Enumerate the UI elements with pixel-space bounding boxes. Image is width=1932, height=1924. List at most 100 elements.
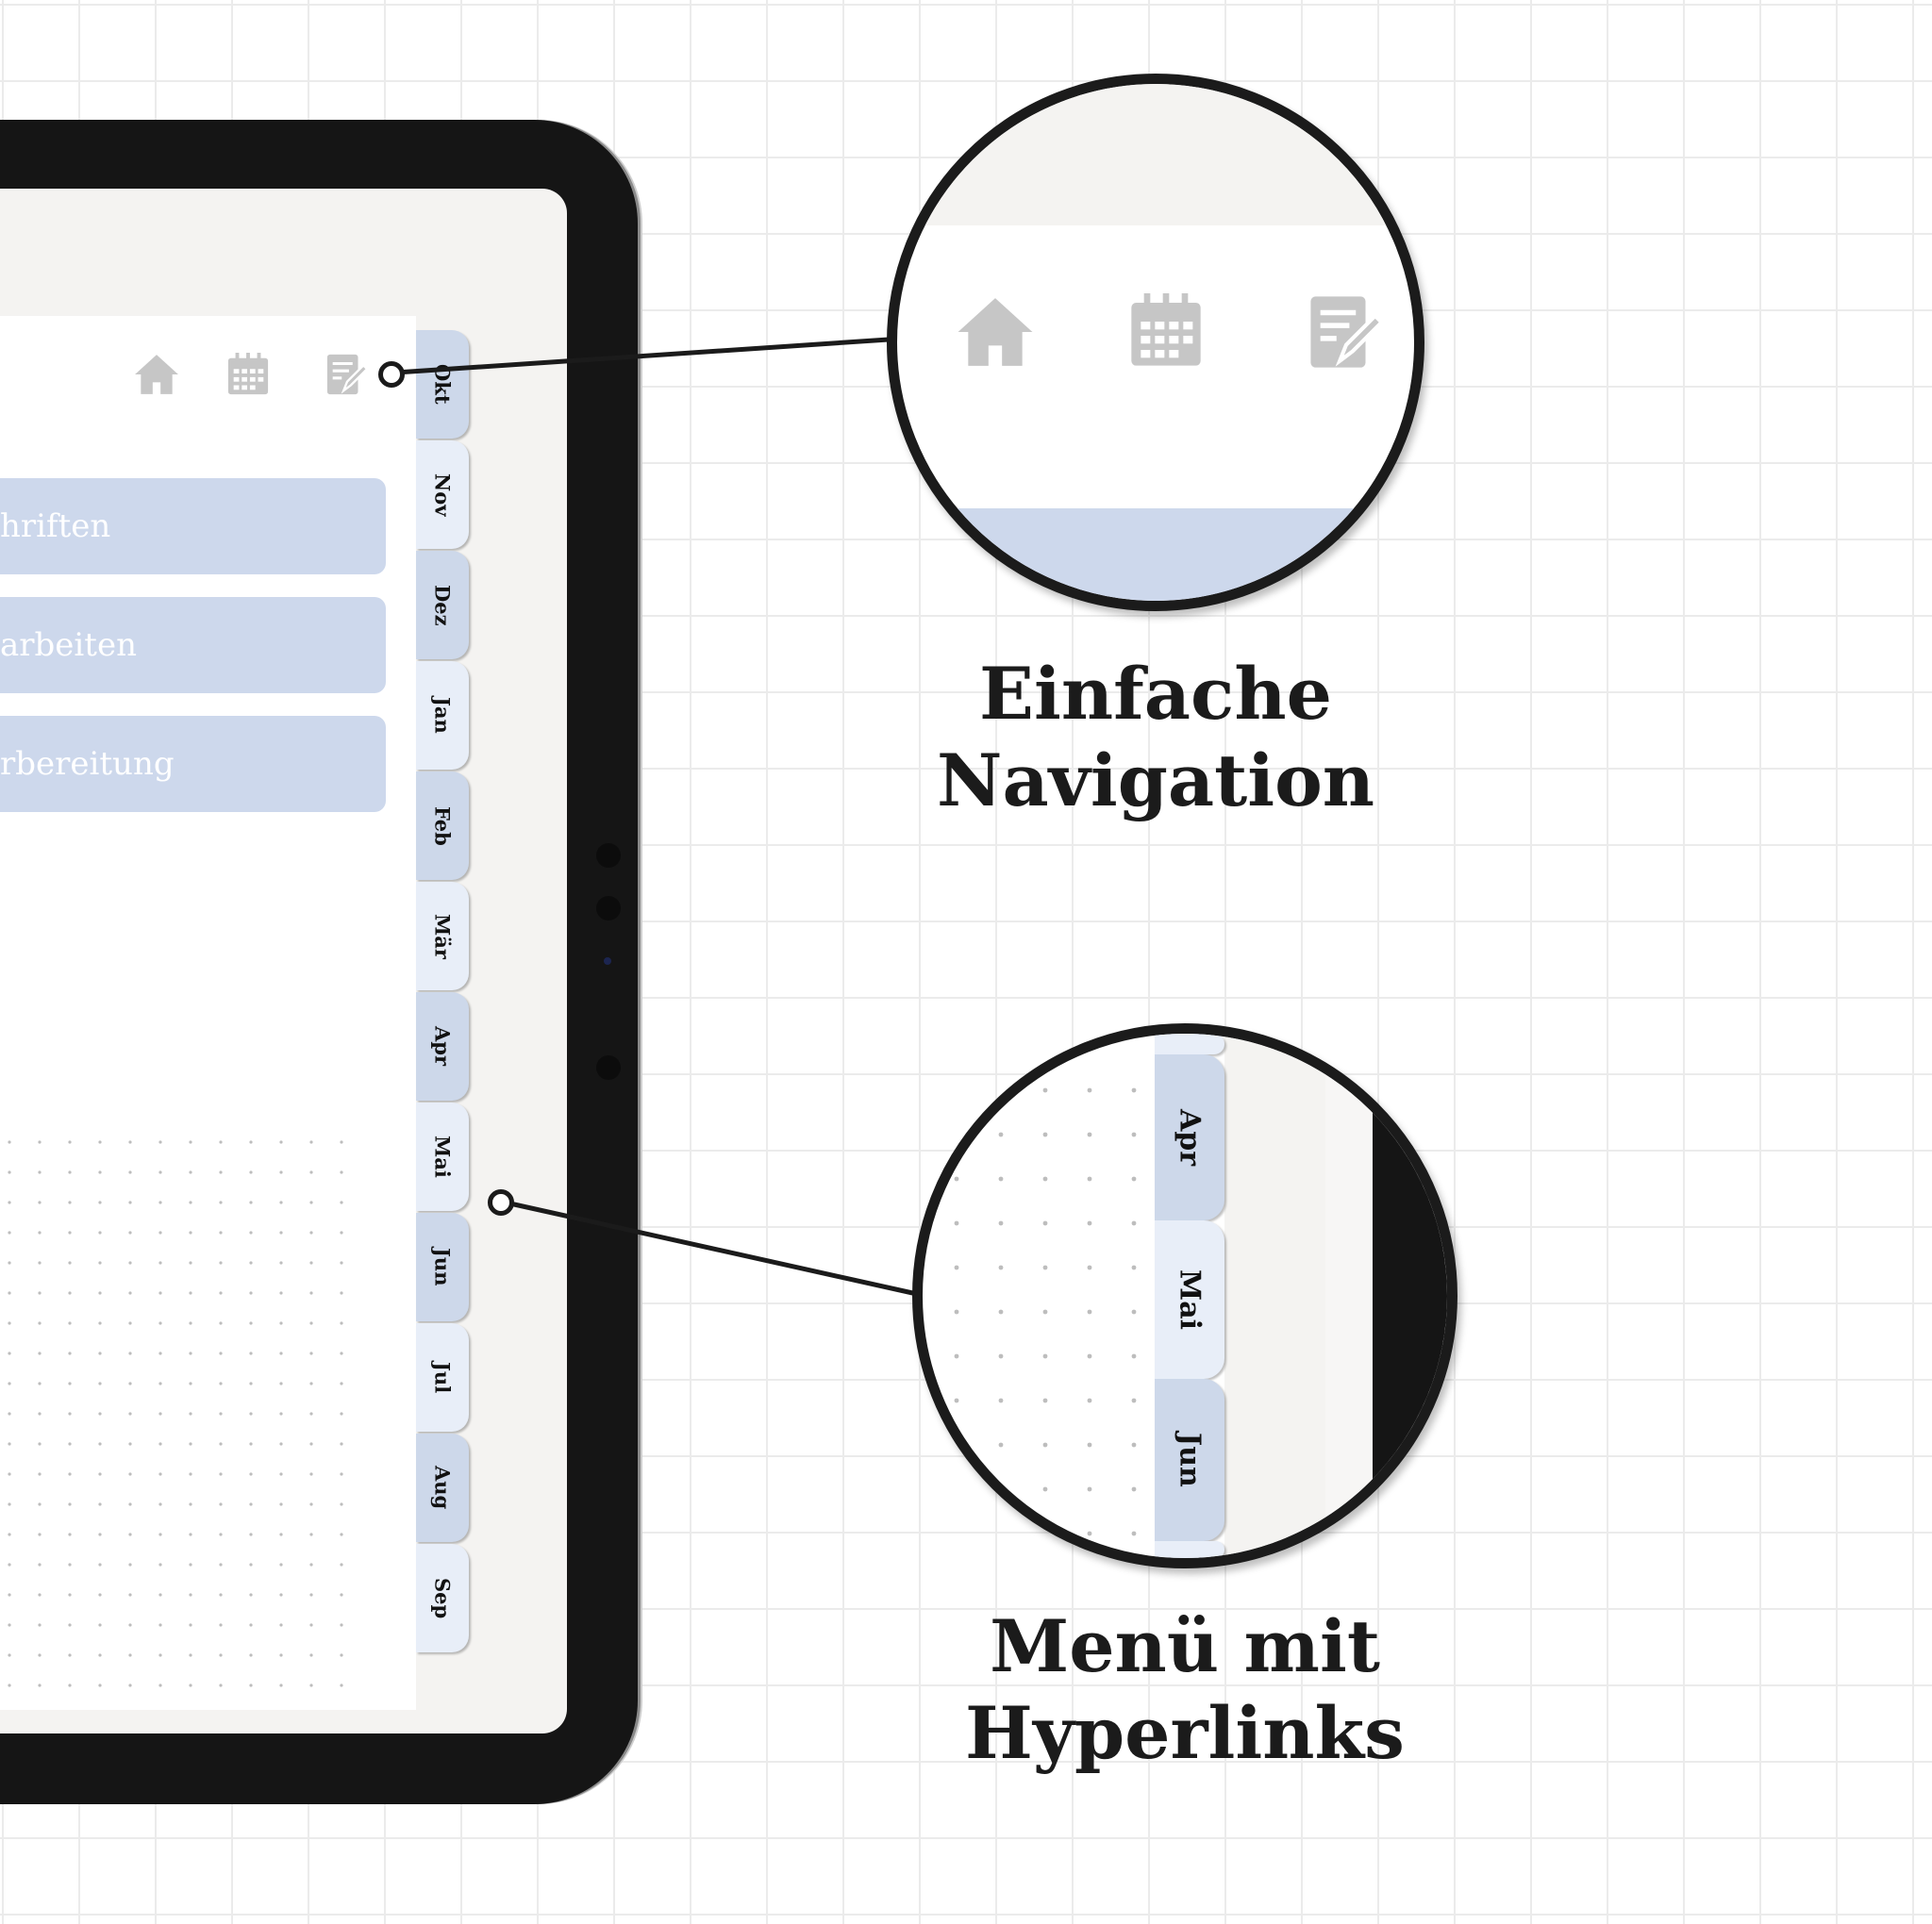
grid-dot bbox=[38, 1170, 42, 1174]
tab-mai[interactable]: Mai bbox=[416, 1103, 469, 1211]
grid-dot bbox=[249, 1653, 253, 1657]
grid-dot bbox=[340, 1170, 343, 1174]
grid-dot bbox=[219, 1442, 223, 1446]
tab-label: Aug bbox=[430, 1466, 455, 1510]
grid-dot bbox=[158, 1231, 162, 1235]
grid-dot bbox=[309, 1593, 313, 1597]
grid-dot bbox=[68, 1352, 72, 1355]
grid-dot bbox=[954, 1220, 959, 1226]
grid-dot bbox=[1087, 1309, 1092, 1315]
grid-dot bbox=[340, 1563, 343, 1567]
grid-dot bbox=[340, 1653, 343, 1657]
camera-dot bbox=[596, 843, 621, 868]
grid-dot bbox=[309, 1472, 313, 1476]
tab-jun[interactable]: Jun bbox=[416, 1213, 469, 1321]
grid-dot bbox=[68, 1231, 72, 1235]
home-icon[interactable] bbox=[133, 351, 180, 398]
caption-navigation: Einfache Navigation bbox=[825, 651, 1486, 824]
grid-dot bbox=[279, 1382, 283, 1385]
menu-button[interactable]: rbereitung bbox=[0, 716, 386, 812]
tab-feb[interactable]: Feb bbox=[416, 771, 469, 880]
edit-note-icon[interactable] bbox=[325, 353, 369, 396]
grid-dot bbox=[8, 1502, 11, 1506]
tab-label: Jan bbox=[430, 697, 455, 734]
grid-dot bbox=[98, 1261, 102, 1265]
grid-dot bbox=[158, 1472, 162, 1476]
calendar-icon[interactable] bbox=[226, 353, 270, 396]
grid-dot bbox=[1087, 1176, 1092, 1182]
grid-dot bbox=[219, 1502, 223, 1506]
grid-dot bbox=[158, 1563, 162, 1567]
grid-dot bbox=[1131, 1132, 1137, 1137]
grid-dot bbox=[1087, 1531, 1092, 1536]
grid-dot bbox=[1042, 1087, 1048, 1093]
tab-jul[interactable]: Jul bbox=[416, 1323, 469, 1432]
grid-dot bbox=[38, 1502, 42, 1506]
grid-dot bbox=[1042, 1132, 1048, 1137]
tab-nov[interactable]: Nov bbox=[416, 440, 469, 549]
grid-dot bbox=[219, 1382, 223, 1385]
grid-dot bbox=[68, 1442, 72, 1446]
grid-dot bbox=[38, 1533, 42, 1536]
grid-dot bbox=[954, 1398, 959, 1403]
grid-dot bbox=[189, 1533, 192, 1536]
tab-jan[interactable]: Jan bbox=[416, 661, 469, 770]
grid-dot bbox=[8, 1231, 11, 1235]
grid-dot bbox=[954, 1176, 959, 1182]
grid-dot bbox=[189, 1593, 192, 1597]
grid-dot bbox=[249, 1533, 253, 1536]
grid-dot bbox=[98, 1563, 102, 1567]
menu-button[interactable]: arbeiten bbox=[0, 597, 386, 693]
grid-dot bbox=[998, 1398, 1004, 1403]
grid-dot bbox=[279, 1472, 283, 1476]
grid-dot bbox=[68, 1412, 72, 1416]
tab-aug[interactable]: Aug bbox=[416, 1434, 469, 1542]
tab-label: Mai bbox=[1173, 1269, 1207, 1331]
tab-mär[interactable]: Mär bbox=[416, 882, 469, 990]
grid-dot bbox=[340, 1231, 343, 1235]
grid-dot bbox=[219, 1412, 223, 1416]
grid-dot bbox=[189, 1382, 192, 1385]
grid-dot bbox=[1087, 1353, 1092, 1359]
grid-dot bbox=[8, 1533, 11, 1536]
grid-dot bbox=[128, 1653, 132, 1657]
grid-dot bbox=[68, 1170, 72, 1174]
grid-dot bbox=[68, 1593, 72, 1597]
grid-dot bbox=[998, 1442, 1004, 1448]
caption-line: Navigation bbox=[936, 738, 1375, 822]
grid-dot bbox=[98, 1653, 102, 1657]
tab-dez[interactable]: Dez bbox=[416, 551, 469, 659]
tab-label: Mär bbox=[430, 913, 455, 959]
grid-dot bbox=[249, 1684, 253, 1687]
grid-dot bbox=[249, 1472, 253, 1476]
grid-dot bbox=[98, 1412, 102, 1416]
grid-dot bbox=[128, 1231, 132, 1235]
grid-dot bbox=[8, 1623, 11, 1627]
grid-dot bbox=[998, 1176, 1004, 1182]
grid-dot bbox=[249, 1502, 253, 1506]
grid-dot bbox=[249, 1352, 253, 1355]
grid-dot bbox=[249, 1140, 253, 1144]
zoom-tab: Mai bbox=[1155, 1220, 1224, 1379]
tab-okt[interactable]: Okt bbox=[416, 330, 469, 439]
grid-dot bbox=[340, 1684, 343, 1687]
caption-line: Menü mit bbox=[990, 1604, 1380, 1688]
grid-dot bbox=[8, 1472, 11, 1476]
grid-dot bbox=[998, 1265, 1004, 1270]
grid-dot bbox=[8, 1291, 11, 1295]
tab-sep[interactable]: Sep bbox=[416, 1544, 469, 1652]
grid-dot bbox=[189, 1201, 192, 1204]
tab-apr[interactable]: Apr bbox=[416, 992, 469, 1101]
grid-dot bbox=[68, 1291, 72, 1295]
grid-dot bbox=[158, 1261, 162, 1265]
grid-dot bbox=[309, 1321, 313, 1325]
grid-dot bbox=[998, 1486, 1004, 1492]
grid-dot bbox=[219, 1170, 223, 1174]
grid-dot bbox=[279, 1352, 283, 1355]
grid-dot bbox=[189, 1352, 192, 1355]
menu-button[interactable]: hriften bbox=[0, 478, 386, 574]
grid-dot bbox=[128, 1502, 132, 1506]
grid-dot bbox=[158, 1170, 162, 1174]
